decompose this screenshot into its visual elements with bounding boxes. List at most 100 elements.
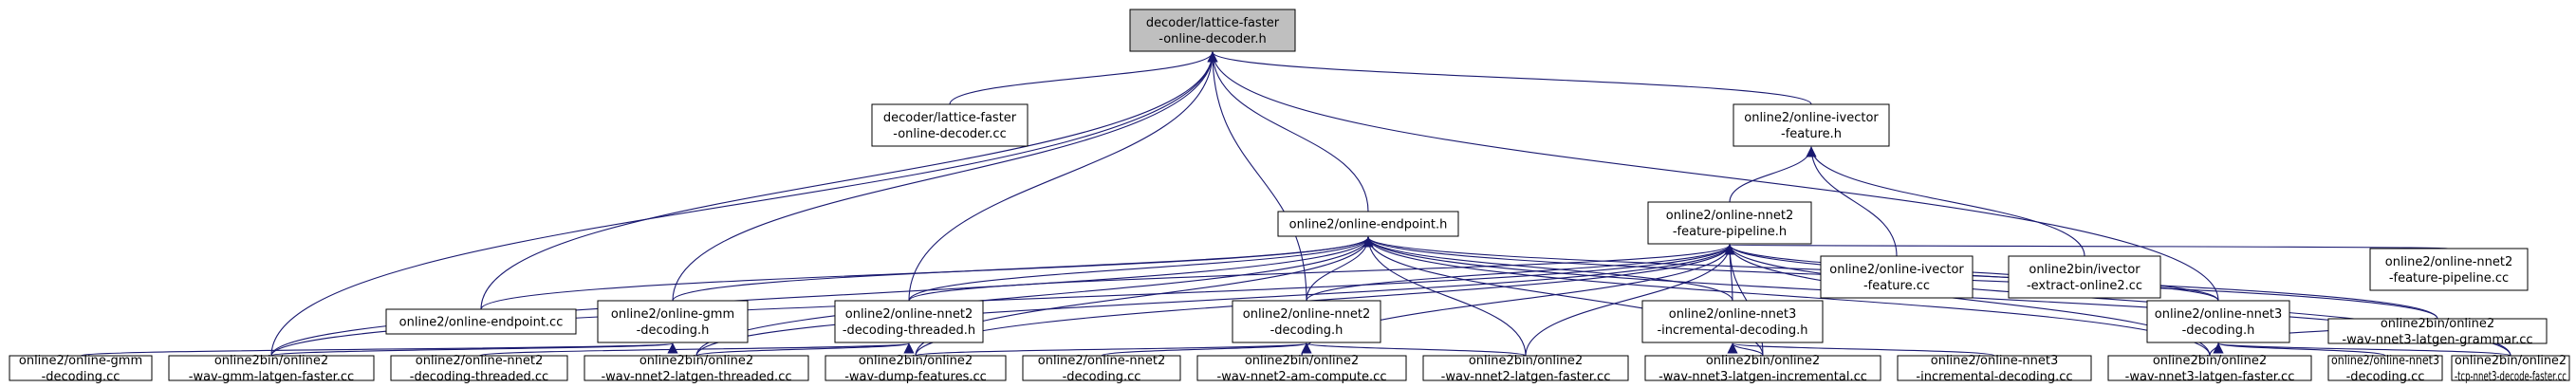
node-label: online2bin/online2 <box>2381 317 2494 331</box>
node-label: online2/online-nnet3 <box>1931 354 2059 368</box>
edge-wav_gmm-to-root <box>270 51 1218 357</box>
node-box <box>2451 355 2570 381</box>
node-label: -decoding-threaded.h <box>843 323 975 338</box>
edge-wav_gmm-to-gmm_h <box>270 342 677 357</box>
node-nnet2_thr_h[interactable]: online2/online-nnet2-decoding-threaded.h <box>834 300 984 343</box>
node-label: online2bin/online2 <box>1245 354 1359 368</box>
node-box <box>1733 103 1890 147</box>
edge-feat_pipe_cc-to-feat_pipe_h <box>1729 244 2450 256</box>
edge-wav_nnet2_fast-to-endpoint_h <box>1362 236 1527 357</box>
node-feat_pipe_cc[interactable]: online2/online-nnet2-feature-pipeline.cc <box>2369 248 2529 291</box>
node-wav_nnet3_inc[interactable]: online2bin/online2 -wav-nnet3-latgen-incr… <box>1644 354 1881 384</box>
node-ivector_extract_cc[interactable]: online2bin/ivector-extract-online2.cc <box>2008 255 2161 299</box>
node-label: -wav-nnet2-latgen-faster.cc <box>1441 370 1611 384</box>
node-label: online2bin/online2 <box>859 354 973 368</box>
node-ivector_cc[interactable]: online2/online-ivector-feature.cc <box>1820 255 1974 299</box>
edge-feat_pipe_h-to-ivector_h <box>1729 146 1817 203</box>
node-box <box>2008 255 2161 299</box>
node-label: -wav-nnet3-latgen-grammar.cc <box>2342 333 2532 347</box>
node-gmm_h[interactable]: online2/online-gmm-decoding.h <box>597 300 749 343</box>
edge-tcp-to-nnet3_dec_h <box>2214 342 2511 357</box>
node-box <box>1422 355 1629 381</box>
node-box <box>1196 355 1407 381</box>
node-label: online2/online-nnet2 <box>416 354 544 368</box>
edge-nnet3_dec_h-to-feat_pipe_h <box>1724 244 2219 302</box>
edge-wav_dump-to-nnet2_dec_h <box>915 342 1311 357</box>
node-tcp[interactable]: online2bin/online2-tcp-nnet3-decode-fast… <box>2451 354 2570 384</box>
node-label: online2bin/online2 <box>1706 354 1820 368</box>
node-wav_nnet2_thr[interactable]: online2bin/online2 -wav-nnet2-latgen-thre… <box>584 354 809 384</box>
node-label: -online-decoder.cc <box>893 127 1006 141</box>
node-label: online2/online-endpoint.h <box>1289 218 1448 232</box>
edge-ivector_cc-to-ivector_h <box>1806 146 1898 257</box>
node-wav_dump[interactable]: online2bin/online2 -wav-dump-features.cc <box>825 354 1007 384</box>
node-label: decoder/lattice-faster <box>883 111 1017 125</box>
node-label: online2/online-nnet2 <box>1243 307 1371 322</box>
node-nnet2_dec_cc[interactable]: online2/online-nnet2-decoding.cc <box>1022 354 1181 384</box>
node-box <box>834 300 984 343</box>
node-box <box>1820 255 1974 299</box>
node-label: online2/online-nnet3 <box>1669 307 1797 322</box>
node-wav_nnet3_fast[interactable]: online2bin/online2-wav-nnet3-latgen-fast… <box>2107 354 2312 384</box>
edge-nnet3_inc_cc-to-nnet3_inc_h <box>1727 342 1995 357</box>
node-label: online2bin/online2 <box>2153 354 2267 368</box>
node-wav_gmm[interactable]: online2bin/online2-wav-gmm-latgen-faster… <box>168 354 375 384</box>
node-nnet3_dec_h[interactable]: online2/online-nnet3-decoding.h <box>2146 300 2290 343</box>
edge-wav_nnet2_thr-to-feat_pipe_h <box>695 244 1735 357</box>
node-box <box>1277 211 1459 237</box>
edge-nnet2_dec_h-to-root <box>1207 51 1307 302</box>
node-label: online2/online-gmm <box>19 354 142 368</box>
node-lfod_cc[interactable]: decoder/lattice-faster -online-decoder.cc <box>871 103 1029 147</box>
node-nnet2_dec_h[interactable]: online2/online-nnet2-decoding.h <box>1232 300 1381 343</box>
node-box <box>1647 201 1812 245</box>
node-box <box>168 355 375 381</box>
edge-wav_nnet2_fast-to-feat_pipe_h <box>1525 244 1735 357</box>
edge-lfod_cc-to-root <box>949 51 1218 105</box>
node-gmm_cc[interactable]: online2/online-gmm -decoding.cc <box>9 354 153 384</box>
node-box <box>2146 300 2290 343</box>
node-nnet3_inc_h[interactable]: online2/online-nnet3-incremental-decodin… <box>1641 300 1824 343</box>
node-ivector_h[interactable]: online2/online-ivector-feature.h <box>1733 103 1890 147</box>
node-endpoint_cc[interactable]: online2/online-endpoint.cc <box>385 308 577 335</box>
node-feat_pipe_h[interactable]: online2/online-nnet2-feature-pipeline.h <box>1647 201 1812 245</box>
edge-endpoint_h-to-root <box>1207 51 1369 212</box>
node-box <box>2327 318 2548 344</box>
node-box <box>597 300 749 343</box>
node-label: -online-decoder.h <box>1158 32 1266 46</box>
node-nnet3_dec_cc[interactable]: online2/online-nnet3-decoding.cc <box>2327 354 2443 384</box>
node-root[interactable]: decoder/lattice-faster-online-decoder.h <box>1129 9 1296 52</box>
edge-gmm_cc-to-gmm_h <box>80 342 677 357</box>
node-label: -decoding.h <box>2182 323 2255 338</box>
node-label: -incremental-decoding.cc <box>1916 370 2072 384</box>
edge-nnet2_thr_cc-to-nnet2_thr_h <box>478 342 914 357</box>
node-label: -decoding.cc <box>1063 370 1141 384</box>
node-label: -decoding.cc <box>42 370 120 384</box>
node-label: online2/online-endpoint.cc <box>399 316 564 330</box>
node-endpoint_h[interactable]: online2/online-endpoint.h <box>1277 211 1459 237</box>
edge-wav_gmm-to-endpoint_h <box>270 236 1374 357</box>
node-label: -wav-dump-features.cc <box>844 370 987 384</box>
node-label: -wav-nnet2-am-compute.cc <box>1217 370 1387 384</box>
edge-ivector_extract_cc-to-ivector_h <box>1806 146 2085 257</box>
node-wav_am[interactable]: online2bin/online2 -wav-nnet2-am-compute.… <box>1196 354 1407 384</box>
node-label: online2/online-nnet3 <box>2155 307 2283 322</box>
node-label: online2bin/online2 <box>639 354 753 368</box>
node-nnet3_inc_cc[interactable]: online2/online-nnet3 -incremental-decodin… <box>1897 354 2092 384</box>
edge-nnet3_dec_h-to-root <box>1207 51 2219 302</box>
node-box <box>9 355 153 381</box>
node-wav_nnet2_fast[interactable]: online2bin/online2 -wav-nnet2-latgen-fast… <box>1422 354 1629 384</box>
edge-endpoint_cc-to-root <box>480 51 1218 310</box>
node-box <box>825 355 1007 381</box>
node-label: -tcp-nnet3-decode-faster.cc <box>2455 370 2567 384</box>
edge-wav_nnet2_thr-to-nnet2_thr_h <box>695 342 915 357</box>
node-label: -wav-nnet2-latgen-threaded.cc <box>601 370 791 384</box>
node-label: -wav-gmm-latgen-faster.cc <box>189 370 354 384</box>
node-label: online2bin/online2 <box>1469 354 1583 368</box>
node-nnet2_thr_cc[interactable]: online2/online-nnet2-decoding-threaded.c… <box>390 354 568 384</box>
edge-nnet2_thr_h-to-feat_pipe_h <box>908 244 1735 302</box>
node-box <box>2107 355 2312 381</box>
node-wav_nnet3_gram[interactable]: online2bin/online2 -wav-nnet3-latgen-gram… <box>2327 317 2548 347</box>
edge-wav_gmm-to-feat_pipe_h <box>270 244 1735 357</box>
node-label: -wav-nnet3-latgen-incremental.cc <box>1659 370 1867 384</box>
